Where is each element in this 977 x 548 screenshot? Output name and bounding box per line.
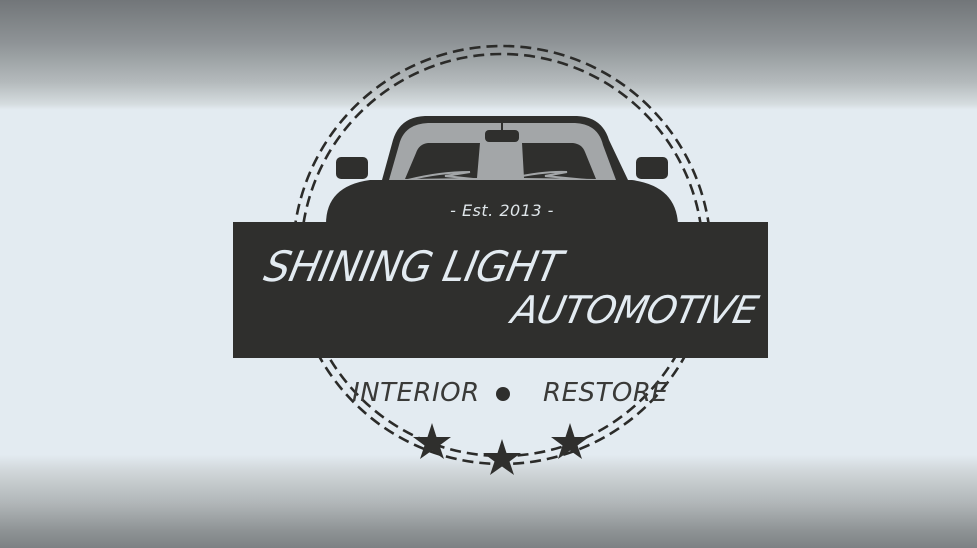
star-icon [413, 423, 451, 459]
car-body [326, 180, 678, 224]
rearview-mirror-stem [501, 123, 503, 133]
left-wiper [407, 171, 493, 182]
windshield-right-pane [522, 143, 596, 179]
left-mirror-icon [336, 157, 368, 179]
bullet-dot-icon [496, 387, 510, 401]
service-restore: RESTORE [543, 378, 669, 408]
star-icon [551, 423, 589, 459]
star-icon [483, 439, 521, 475]
stars-row [413, 423, 589, 475]
right-mirror-icon [636, 157, 668, 179]
car-front-silhouette-icon [326, 116, 678, 224]
brand-name-line2: AUTOMOTIVE [507, 288, 762, 332]
windshield-left-pane [405, 143, 480, 179]
rearview-mirror [485, 130, 519, 142]
right-wiper [511, 170, 598, 182]
brand-name-line1: SHINING LIGHT [259, 242, 566, 292]
brand-banner [233, 222, 768, 358]
service-interior: INTERIOR [352, 378, 480, 408]
established-year: - Est. 2013 - [450, 201, 554, 220]
